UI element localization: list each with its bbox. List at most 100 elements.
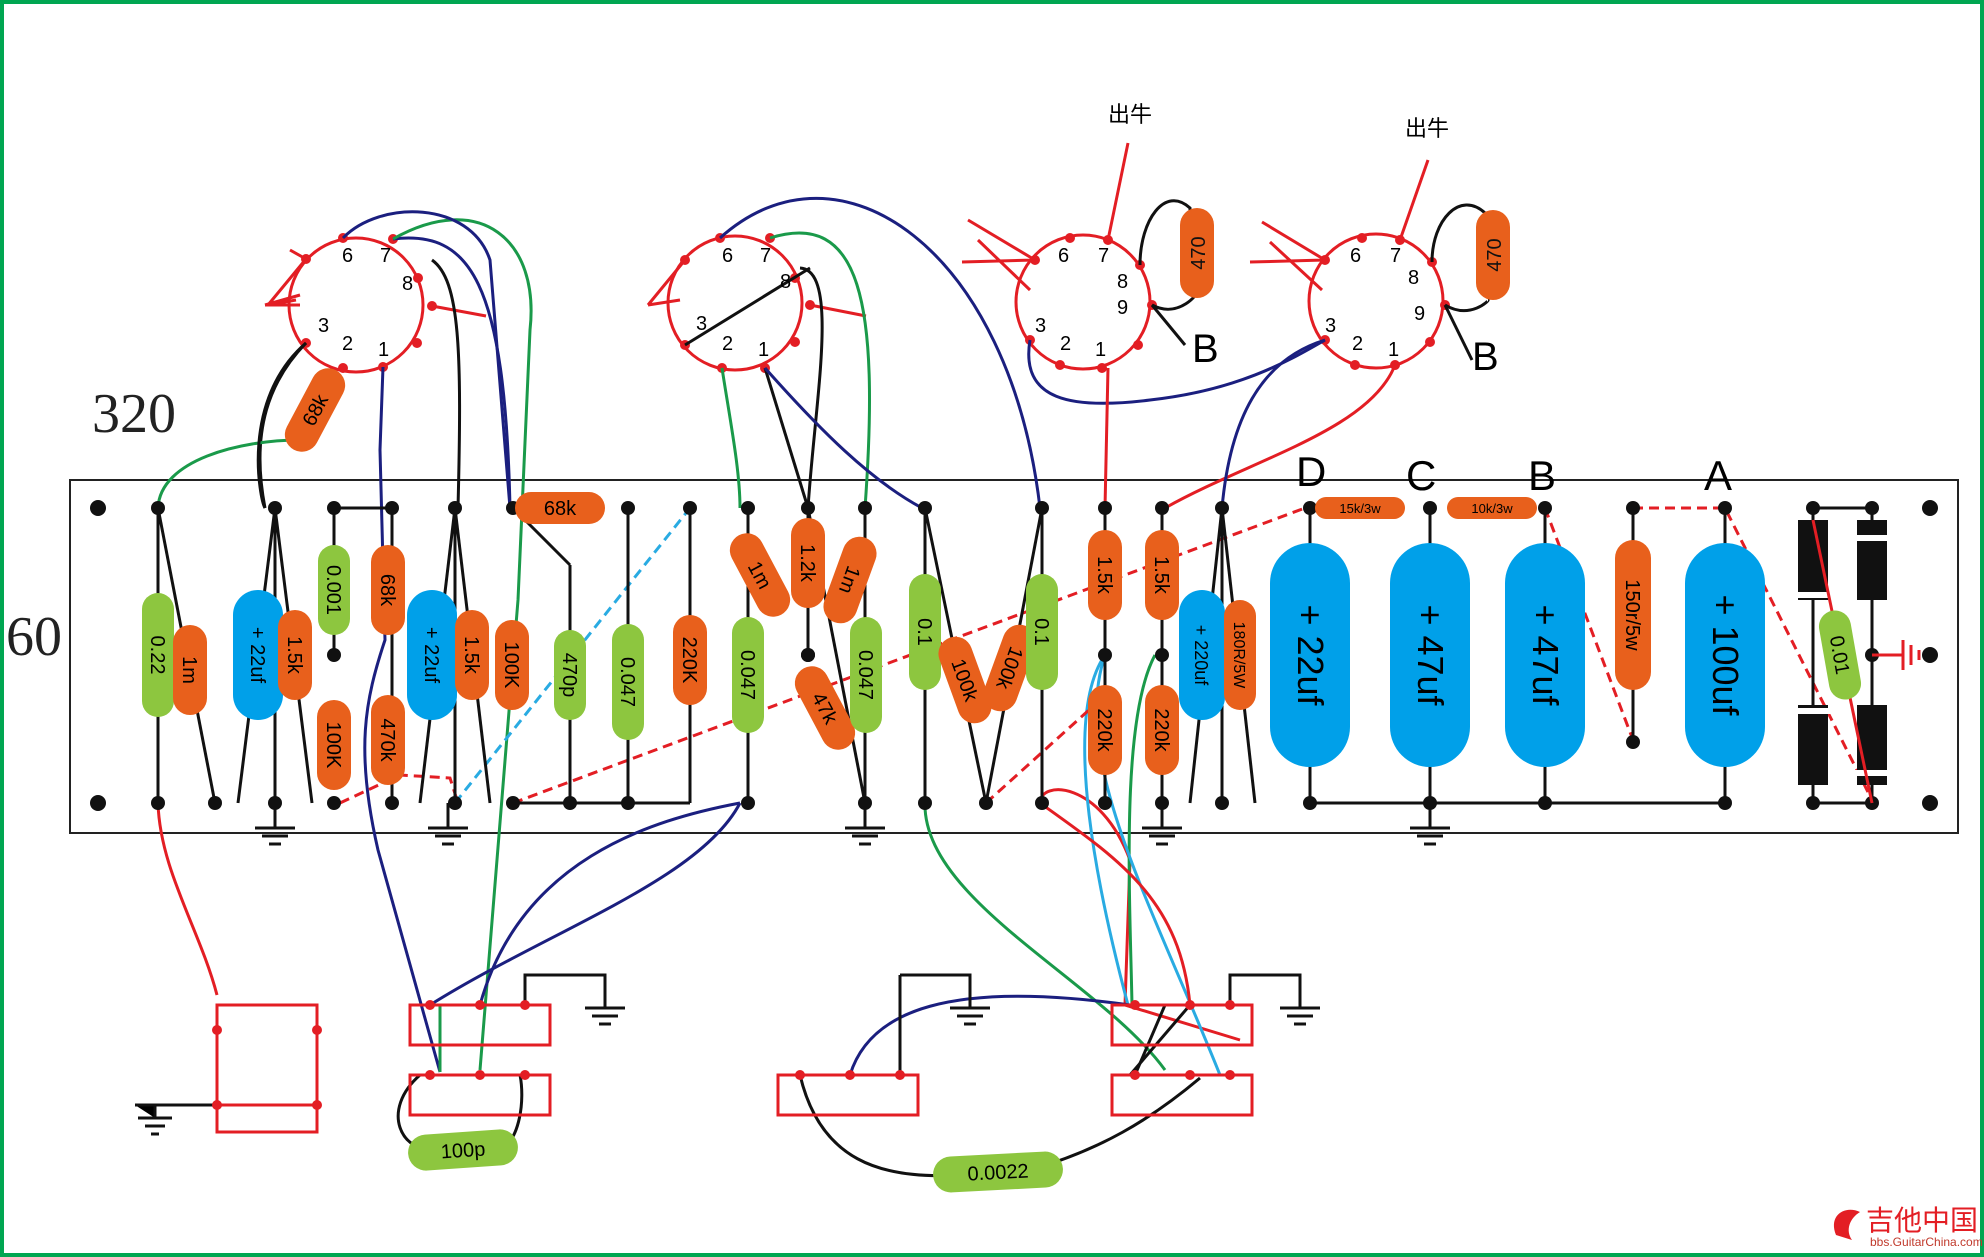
svg-text:68k: 68k <box>544 498 577 520</box>
v4-pin-2: 2 <box>1352 333 1363 355</box>
svg-text:+ 220uf: + 220uf <box>1191 625 1211 687</box>
watermark: 吉他中国 bbs.GuitarChina.com <box>1833 1204 1983 1249</box>
cap-100p: 100p <box>408 1129 518 1171</box>
resistor-100k-a: 100K <box>317 700 351 790</box>
v1-pin-7: 7 <box>380 245 391 267</box>
cathode-resistor-v4: 470 <box>1476 210 1510 300</box>
svg-text:68k: 68k <box>376 574 398 607</box>
svg-text:1m: 1m <box>178 656 200 684</box>
resistor-220k-a: 220K <box>673 615 707 705</box>
svg-text:+ 47uf: + 47uf <box>1410 604 1451 706</box>
board-width-label: 320 <box>92 383 176 445</box>
svg-text:吉他中国: 吉他中国 <box>1866 1204 1978 1237</box>
svg-text:0.22: 0.22 <box>146 636 168 675</box>
svg-text:+ 100uf: + 100uf <box>1705 594 1746 716</box>
pot-2 <box>776 1073 920 1117</box>
electrolytic-47uf-a: + 47uf <box>1390 543 1470 767</box>
tube-socket-v2: 6 7 8 3 2 1 <box>646 233 867 373</box>
wiring <box>156 197 1397 1178</box>
svg-text:470: 470 <box>1484 238 1506 271</box>
v3-bias-label: B <box>1192 327 1219 371</box>
resistor-220k-b: 220k <box>1088 685 1122 775</box>
v3-pin-7: 7 <box>1098 245 1109 267</box>
v4-bias-label: B <box>1472 335 1499 379</box>
v4-pin-7: 7 <box>1390 245 1401 267</box>
svg-text:220k: 220k <box>1093 708 1115 752</box>
resistor-220k-c: 220k <box>1145 685 1179 775</box>
svg-text:470: 470 <box>1188 236 1210 269</box>
cap-0.0022: 0.0022 <box>933 1151 1063 1193</box>
v2-pin-2: 2 <box>722 333 733 355</box>
resistor-15k-3w: 15k/3w <box>1315 497 1405 519</box>
v4-pin-3: 3 <box>1325 315 1336 337</box>
svg-text:bbs.GuitarChina.com: bbs.GuitarChina.com <box>1870 1235 1983 1249</box>
v4-pin-6: 6 <box>1350 245 1361 267</box>
svg-text:1.2k: 1.2k <box>796 544 818 583</box>
svg-text:0.1: 0.1 <box>1030 618 1052 646</box>
pot-3-bottom <box>1110 1073 1254 1117</box>
cap-0.22: 0.22 <box>142 593 174 717</box>
node-label-c: C <box>1406 452 1436 499</box>
resistor-470k: 470k <box>371 695 405 785</box>
cap-0.047-c: 0.047 <box>850 617 882 733</box>
v3-pin-1: 1 <box>1095 339 1106 361</box>
resistor-150r-5w: 150r/5w <box>1615 540 1651 690</box>
svg-text:+ 47uf: + 47uf <box>1525 604 1566 706</box>
svg-text:150r/5w: 150r/5w <box>1621 579 1643 651</box>
svg-text:+ 22uf: + 22uf <box>1290 604 1331 706</box>
svg-text:1.5k: 1.5k <box>1150 556 1172 595</box>
svg-text:10k/3w: 10k/3w <box>1471 501 1513 516</box>
chassis-ground-icon <box>1872 640 1921 670</box>
resistor-100k-c: 100k <box>938 636 992 724</box>
v2-pin-3: 3 <box>696 313 707 335</box>
svg-text:1.5k: 1.5k <box>460 636 482 675</box>
resistor-1m-c: 1m <box>823 536 877 624</box>
resistor-68k-b: 68k <box>371 545 405 635</box>
resistor-1m-b: 1m <box>729 533 791 617</box>
tube-socket-v4: 6 7 8 9 3 2 1 出牛 B <box>1249 117 1499 379</box>
tube-socket-v3: 6 7 8 9 3 2 1 出牛 B <box>961 103 1219 373</box>
resistor-1.2k: 1.2k <box>791 518 825 608</box>
resistor-1m-a: 1m <box>173 625 207 715</box>
watermark-logo-icon <box>1833 1209 1860 1240</box>
electrolytic-22uf-b: + 22uf <box>407 590 457 720</box>
v4-pin-8: 8 <box>1408 267 1419 289</box>
v3-output-label: 出牛 <box>1108 103 1152 128</box>
svg-text:1.5k: 1.5k <box>283 636 305 675</box>
cap-0.1-a: 0.1 <box>909 574 941 690</box>
cap-0.001: 0.001 <box>318 545 350 635</box>
svg-text:+ 22uf: + 22uf <box>246 627 268 684</box>
v2-pin-1: 1 <box>758 339 769 361</box>
v1-pin-6: 6 <box>342 245 353 267</box>
svg-text:0.047: 0.047 <box>854 650 876 700</box>
v4-pin-1: 1 <box>1388 339 1399 361</box>
cap-0.047-b: 0.047 <box>732 617 764 733</box>
v4-pin-9: 9 <box>1414 303 1425 325</box>
resistor-68k-horizontal: 68k <box>515 492 605 524</box>
v2-pin-7: 7 <box>760 245 771 267</box>
bottom-controls <box>215 1003 1254 1134</box>
v2-pin-8: 8 <box>780 271 791 293</box>
v3-pin-6: 6 <box>1058 245 1069 267</box>
svg-text:+ 22uf: + 22uf <box>420 627 442 684</box>
svg-text:15k/3w: 15k/3w <box>1339 501 1381 516</box>
v1-pin-8: 8 <box>402 273 413 295</box>
tube-socket-v1: 6 7 8 3 2 1 <box>264 233 487 374</box>
v3-pin-2: 2 <box>1060 333 1071 355</box>
components: 68k 0.22 1m + 22uf 1.5k 0.001 100K <box>142 368 1891 804</box>
ground-symbols <box>135 803 1450 1136</box>
rectifier-diodes <box>1794 520 1891 785</box>
electrolytic-47uf-b: + 47uf <box>1505 543 1585 767</box>
board-height-label: 60 <box>6 606 62 668</box>
resistor-1.5k-d: 1.5k <box>1145 530 1179 620</box>
resistor-1.5k-c: 1.5k <box>1088 530 1122 620</box>
v3-pin-3: 3 <box>1035 315 1046 337</box>
svg-text:100K: 100K <box>500 642 522 689</box>
v3-pin-8: 8 <box>1117 271 1128 293</box>
svg-text:220k: 220k <box>1150 708 1172 752</box>
electrolytic-22uf-a: + 22uf <box>233 590 283 720</box>
electrolytic-22uf-big: + 22uf <box>1270 543 1350 767</box>
svg-text:470p: 470p <box>558 653 580 698</box>
